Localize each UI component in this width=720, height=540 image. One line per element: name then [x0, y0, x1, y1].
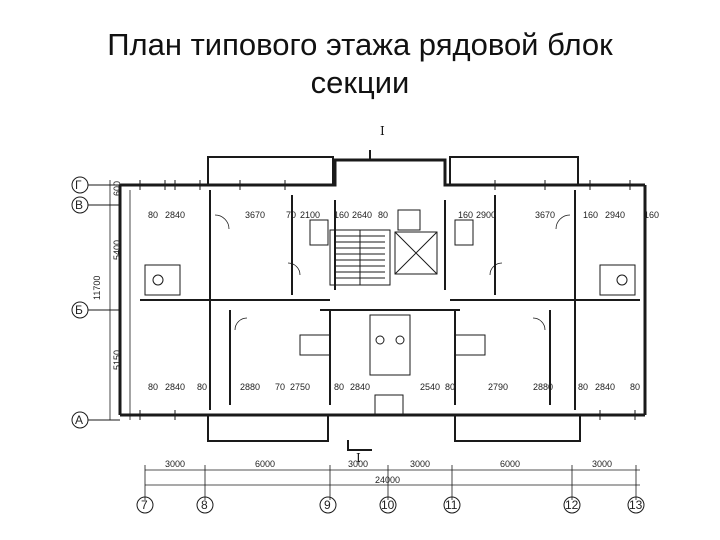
axis-markers-horizontal	[136, 496, 645, 514]
room-dim-top: 2900	[476, 210, 496, 220]
section-mark-bottom: I	[356, 451, 361, 465]
dim-bottom-4: 3000	[410, 459, 430, 469]
room-dim-top: 80	[148, 210, 158, 220]
balconies-top	[207, 156, 579, 186]
axis-label-b: Б	[75, 303, 83, 317]
dim-left-small: 600	[112, 181, 122, 196]
room-dim-bottom: 2880	[533, 382, 553, 392]
page-title: План типового этажа рядовой блок секции	[0, 26, 720, 102]
dimension-lines	[109, 180, 640, 500]
balconies-bottom	[207, 414, 581, 442]
room-dims-bottom-row: 80 2840 80 2880 70 2750 80 2840 2540 80 …	[148, 382, 640, 392]
room-dim-top: 3670	[535, 210, 555, 220]
room-dim-top: 2940	[605, 210, 625, 220]
room-dim-top: 70	[286, 210, 296, 220]
dim-bottom-1: 3000	[165, 459, 185, 469]
axis-label-10: 10	[381, 498, 395, 512]
room-dim-top: 160	[458, 210, 473, 220]
axis-label-a: А	[75, 413, 83, 427]
interior-walls	[140, 190, 640, 410]
room-dim-bottom: 80	[445, 382, 455, 392]
room-dim-bottom: 2840	[595, 382, 615, 392]
section-mark-top: I	[380, 124, 385, 138]
room-dims-top-row: 80 2840 3670 70 2100 160 2640 80 160 290…	[148, 210, 659, 220]
room-dim-top: 2100	[300, 210, 320, 220]
dim-bottom-2: 6000	[255, 459, 275, 469]
dim-left-upper: 5400	[112, 240, 122, 260]
title-line-1: План типового этажа рядовой блок	[107, 27, 613, 62]
outer-walls	[118, 158, 647, 417]
dim-bottom-5: 6000	[500, 459, 520, 469]
windows	[139, 180, 636, 420]
dim-bottom-6: 3000	[592, 459, 612, 469]
axis-label-g: Г	[75, 178, 82, 192]
room-dim-bottom: 2840	[165, 382, 185, 392]
title-line-2: секции	[310, 65, 410, 100]
room-dim-bottom: 2840	[350, 382, 370, 392]
dim-bottom-3: 3000	[348, 459, 368, 469]
room-dim-bottom: 2540	[420, 382, 440, 392]
room-dim-bottom: 2880	[240, 382, 260, 392]
room-dim-bottom: 2750	[290, 382, 310, 392]
room-dim-bottom: 80	[334, 382, 344, 392]
axis-label-12: 12	[565, 498, 579, 512]
elevator-shaft	[394, 209, 438, 275]
axis-label-13: 13	[629, 498, 643, 512]
room-dim-bottom: 80	[630, 382, 640, 392]
room-dim-bottom: 80	[148, 382, 158, 392]
staircase	[329, 229, 391, 286]
room-dim-top: 2640	[352, 210, 372, 220]
dim-overall: 24000	[375, 475, 400, 485]
bathrooms	[144, 219, 636, 416]
axis-label-v: В	[75, 198, 83, 212]
room-dim-top: 3670	[245, 210, 265, 220]
axis-label-8: 8	[201, 498, 208, 512]
dim-left-lower: 5150	[112, 350, 122, 370]
room-dim-top: 160	[334, 210, 349, 220]
axis-label-11: 11	[445, 498, 458, 512]
room-dim-bottom: 70	[275, 382, 285, 392]
room-dim-bottom: 2790	[488, 382, 508, 392]
room-dim-bottom: 80	[578, 382, 588, 392]
room-dim-top: 160	[583, 210, 598, 220]
axis-label-7: 7	[141, 498, 148, 512]
room-dim-top: 80	[378, 210, 388, 220]
doors	[214, 214, 571, 331]
axis-label-9: 9	[324, 498, 331, 512]
room-dim-bottom: 80	[197, 382, 207, 392]
dim-left-total: 11700	[92, 276, 102, 300]
axis-markers-vertical	[71, 176, 120, 429]
section-line	[347, 150, 395, 451]
room-dim-top: 2840	[165, 210, 185, 220]
room-dim-top: 160	[644, 210, 659, 220]
